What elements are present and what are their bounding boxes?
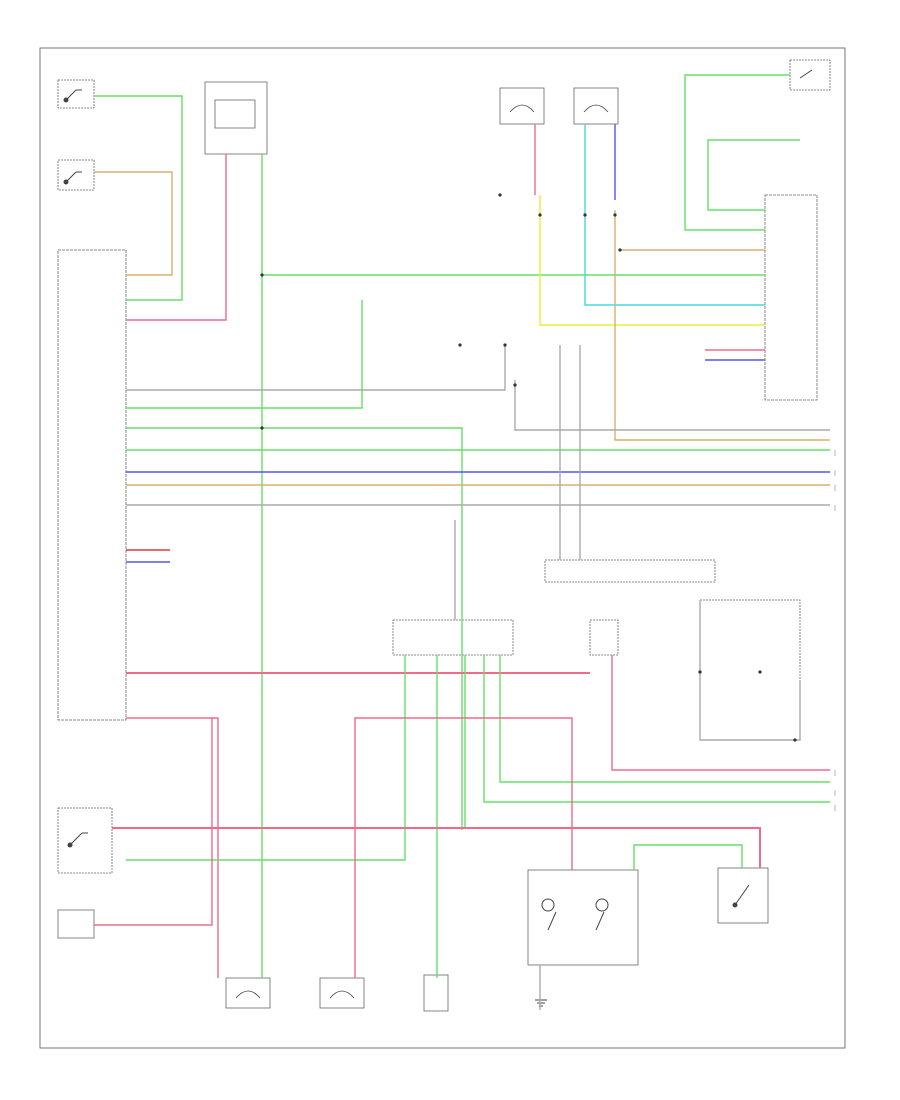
wire-pink <box>354 717 573 978</box>
connector-symbol <box>498 193 502 197</box>
wire-gray <box>514 380 830 431</box>
lamp-symbol <box>235 990 261 999</box>
switch-symbol <box>799 69 813 79</box>
wire-pink <box>94 718 213 926</box>
connector-dots <box>260 193 797 742</box>
wire-green <box>126 300 363 409</box>
wire-pink <box>611 655 830 771</box>
switch-symbol <box>732 902 738 908</box>
lamp-symbols <box>235 104 609 999</box>
components <box>57 59 831 1012</box>
switch-symbol <box>67 842 73 848</box>
bottom-right-switch-box <box>717 867 769 924</box>
switch-symbol <box>69 832 88 846</box>
wire-green <box>483 655 830 803</box>
bottom-lamp-1-box <box>225 977 271 1009</box>
top-lamp-2-box <box>573 87 619 125</box>
connector-symbol <box>458 343 462 347</box>
relay-symbol <box>547 911 605 931</box>
wire-green <box>684 74 790 231</box>
connector-symbol <box>513 383 517 387</box>
switch-symbol <box>63 179 69 185</box>
switch-symbol <box>63 97 69 103</box>
top-lamp-1-box <box>499 87 545 125</box>
connector-symbol <box>793 738 797 742</box>
wires <box>94 74 830 1010</box>
lamp-symbol <box>509 104 535 113</box>
lower-left-unit-box <box>57 909 95 939</box>
wire-green <box>707 139 800 211</box>
wire-green <box>499 655 830 783</box>
top-relay-inner <box>214 99 256 129</box>
relay-symbol <box>595 898 609 912</box>
connector-symbol <box>260 426 264 430</box>
left-door-switch-box <box>57 79 95 109</box>
center-module <box>392 619 514 656</box>
connector-symbol <box>618 248 622 252</box>
connector-symbol <box>260 273 264 277</box>
wire-gray <box>699 600 801 741</box>
wire-pink <box>112 827 761 868</box>
bottom-relay-box <box>527 869 639 966</box>
diagram-border <box>39 47 846 1049</box>
wire-cyan <box>584 124 765 306</box>
connector-symbol <box>698 670 702 674</box>
wire-green <box>126 427 463 830</box>
wire-yellow <box>539 195 765 326</box>
lower-left-switch-box <box>57 807 113 874</box>
wire-green <box>94 95 183 301</box>
switch-symbol <box>65 89 82 101</box>
bottom-lamp-3-box <box>423 974 449 1012</box>
wire-tan <box>614 210 830 441</box>
connector-symbol <box>538 213 542 217</box>
wire-green <box>126 655 406 861</box>
control-module-right <box>764 194 818 401</box>
connector-symbol <box>503 343 507 347</box>
wire-gray <box>126 345 506 391</box>
connector-symbol <box>758 670 762 674</box>
switch-symbol <box>65 171 82 183</box>
right-top-switch-box <box>789 59 831 91</box>
wire-green <box>633 844 743 870</box>
right-lower-box <box>699 599 801 741</box>
connector-symbol <box>613 213 617 217</box>
ground-symbol <box>535 999 547 1007</box>
control-module-left <box>57 249 127 721</box>
center-relay <box>589 619 619 656</box>
top-relay-box <box>204 81 268 155</box>
right-connector-box <box>544 559 716 583</box>
lamp-symbol <box>329 990 355 999</box>
switch-symbols <box>63 69 813 1007</box>
switch-symbol <box>734 884 750 906</box>
wire-green <box>261 154 765 276</box>
wire-pink <box>126 154 227 321</box>
connector-symbol <box>583 213 587 217</box>
wire-pink <box>126 717 219 978</box>
relay-symbol <box>541 898 555 912</box>
left-switch-2-box <box>57 159 95 191</box>
bottom-lamp-2-box <box>319 977 365 1009</box>
wire-tan <box>94 171 173 276</box>
lamp-symbol <box>583 104 609 113</box>
